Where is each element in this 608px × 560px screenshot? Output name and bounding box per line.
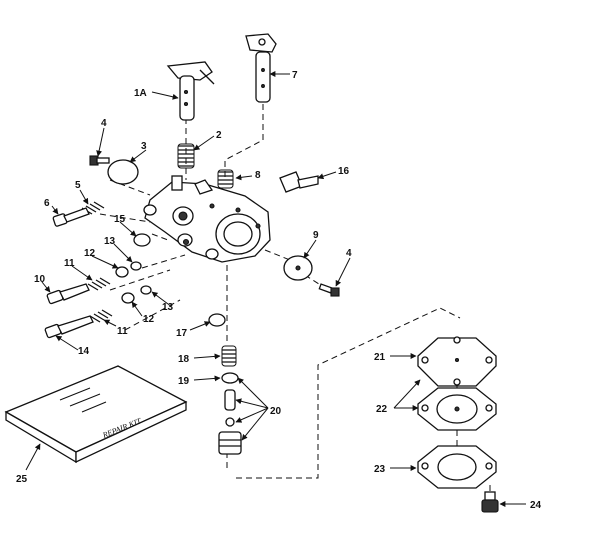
callout-10: 10 [34, 274, 46, 285]
callout-19: 19 [178, 376, 190, 387]
callout-labels: 1A 2 3 4 5 6 7 8 9 4 10 11 12 13 14 11 1… [16, 70, 542, 511]
callout-7: 7 [292, 70, 298, 81]
pump-washer [221, 372, 239, 384]
callout-17: 17 [176, 328, 188, 339]
callout-21: 21 [374, 352, 386, 363]
o-ring-lower-12 [121, 292, 135, 304]
pump-diaphragm [417, 387, 497, 431]
callout-1a: 1A [134, 88, 147, 99]
choke-shaft [245, 33, 277, 103]
low-speed-needle [44, 309, 113, 339]
callout-6: 6 [44, 198, 50, 209]
callout-13-upper: 13 [104, 236, 116, 247]
plate-screw-upper [89, 155, 110, 166]
choke-spring [217, 169, 234, 189]
callout-18: 18 [178, 354, 190, 365]
fuel-pump-spring [221, 345, 237, 367]
callout-12-lower: 12 [143, 314, 155, 325]
welch-plug [133, 233, 151, 247]
callout-25: 25 [16, 474, 28, 485]
leader-lines [25, 71, 526, 507]
plate-screw-lower [318, 283, 340, 297]
callout-14: 14 [78, 346, 90, 357]
cover-screw [481, 491, 499, 513]
washer-lower-13 [140, 285, 152, 295]
callout-4-upper: 4 [101, 118, 107, 129]
callout-4-lower: 4 [346, 248, 352, 259]
washer-upper-13 [130, 261, 142, 271]
callout-16: 16 [338, 166, 350, 177]
callout-23: 23 [374, 464, 386, 475]
pump-gasket [417, 336, 497, 387]
callout-5: 5 [75, 180, 81, 191]
pump-cover [417, 445, 497, 489]
callout-12-upper: 12 [84, 248, 96, 259]
callout-11-lower: 11 [117, 326, 128, 337]
callout-20: 20 [270, 406, 282, 417]
assembly-guide-lines [99, 104, 491, 492]
callout-9: 9 [313, 230, 319, 241]
bowl-plug [208, 313, 226, 327]
callout-13-lower: 13 [162, 302, 174, 313]
callout-8: 8 [255, 170, 261, 181]
throttle-plate [107, 159, 139, 185]
callout-3: 3 [141, 141, 147, 152]
inlet-valve-parts [218, 389, 242, 455]
high-speed-needle [46, 277, 111, 305]
carburetor-body [143, 175, 271, 263]
idle-screw-assembly [52, 201, 105, 227]
callout-15: 15 [114, 214, 126, 225]
fuel-inlet-fitting [279, 171, 319, 193]
callout-22: 22 [376, 404, 388, 415]
throttle-shaft [166, 61, 215, 121]
repair-kit-box: REPAIR KIT [4, 365, 188, 464]
callout-11-upper: 11 [64, 258, 75, 269]
callout-2: 2 [216, 130, 222, 141]
o-ring-upper-12 [115, 266, 129, 278]
callout-24: 24 [530, 500, 542, 511]
throttle-spring [177, 143, 195, 169]
